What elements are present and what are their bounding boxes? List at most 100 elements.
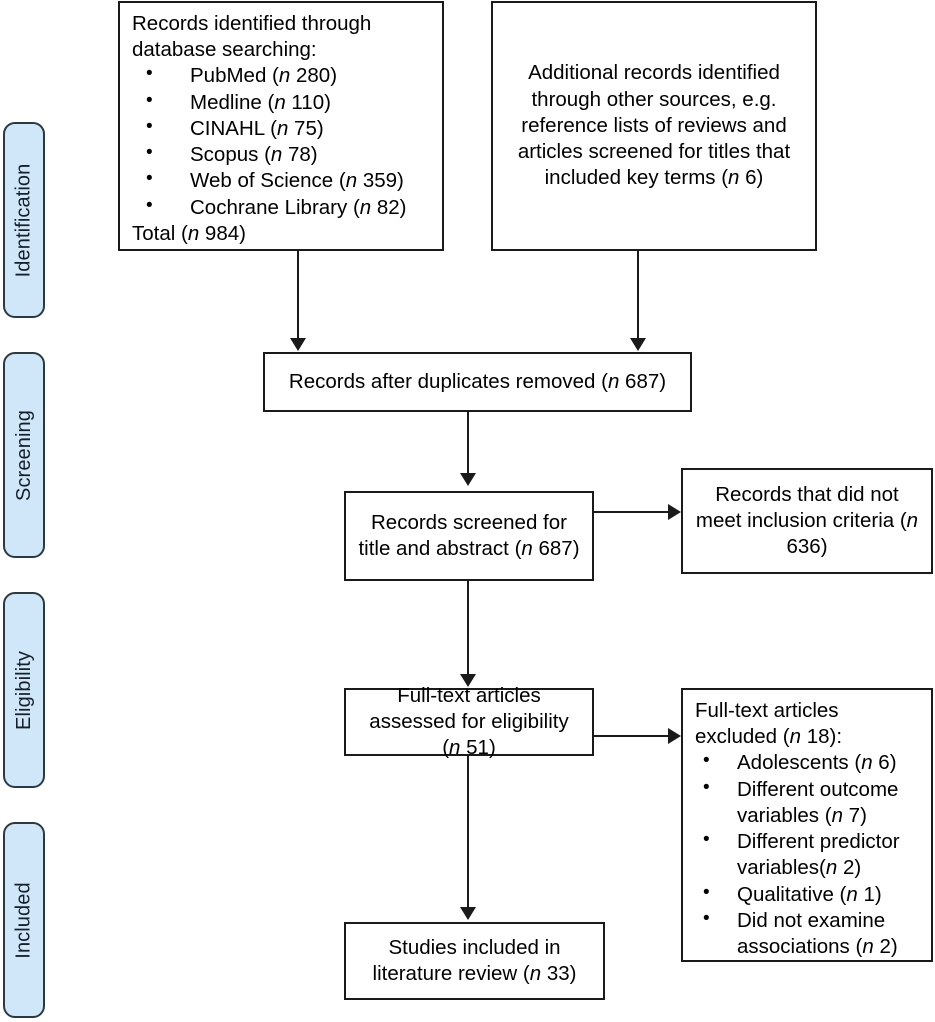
italic-n: n: [276, 116, 289, 140]
connector-arrowhead: [460, 473, 476, 486]
exclusion-reason-list: Adolescents (n 6) Different outcome vari…: [695, 749, 919, 960]
list-item: Adolescents (n 6): [695, 749, 919, 776]
source-count-medline: 110): [285, 90, 331, 114]
studies-included-text: Studies included in literature review (: [372, 935, 561, 985]
list-item: Qualitative (n 1): [695, 881, 919, 908]
database-search-total: Total (n 984): [132, 221, 430, 247]
italic-n: n: [831, 803, 843, 827]
source-name-web-of-science: Web of Science (: [190, 169, 346, 193]
list-item: Web of Science (n 359): [132, 167, 430, 194]
fulltext-excluded-heading-text: Full-text articles excluded (: [695, 699, 839, 749]
connector-line: [467, 412, 469, 476]
reason-did-not-examine-associations: Did not examine associations (: [737, 908, 886, 959]
box-text-fulltext-assessed: Full-text articles assessed for eligibil…: [358, 683, 580, 762]
list-item: Different outcome variables (n 7): [695, 776, 919, 829]
phase-bar-identification: Identification: [3, 122, 45, 318]
additional-records-text: Additional records identified through ot…: [517, 61, 791, 190]
list-item: PubMed (n 280): [132, 62, 430, 89]
italic-n: n: [906, 508, 919, 532]
italic-n: n: [607, 369, 620, 393]
box-records-identified-database: Records identified through database sear…: [118, 1, 444, 251]
source-count-cochrane: 82): [371, 195, 407, 219]
box-text-records-screened: Records screened for title and abstract …: [358, 510, 580, 562]
connector-arrowhead: [668, 504, 681, 520]
source-name-medline: Medline (: [190, 90, 275, 114]
italic-n: n: [359, 195, 372, 219]
box-text-duplicates-removed: Records after duplicates removed (n 687): [277, 369, 678, 395]
source-name-pubmed: PubMed (: [190, 64, 279, 88]
list-item: CINAHL (n 75): [132, 115, 430, 142]
box-studies-included: Studies included in literature review (n…: [344, 922, 605, 1000]
phase-label-included: Included: [12, 881, 35, 959]
reason-count-different-outcome-variables: 7): [842, 803, 867, 827]
fulltext-excluded-heading-count: 18):: [801, 725, 843, 749]
box-records-screened: Records screened for title and abstract …: [344, 491, 594, 581]
source-name-cinahl: CINAHL (: [190, 116, 277, 140]
phase-label-screening: Screening: [12, 409, 35, 501]
italic-n: n: [345, 169, 358, 193]
reason-count-adolescents: 6): [872, 751, 897, 775]
total-count: 984): [199, 221, 246, 245]
italic-n: n: [846, 882, 858, 906]
list-item: Cochrane Library (n 82): [132, 194, 430, 221]
box-text-records-excluded: Records that did not meet inclusion crit…: [695, 482, 919, 561]
records-screened-text: Records screened for title and abstract …: [358, 510, 567, 560]
connector-line: [297, 251, 299, 341]
box-additional-records: Additional records identified through ot…: [491, 1, 817, 251]
connector-arrowhead: [668, 728, 681, 744]
list-item: Did not examine associations (n 2): [695, 907, 919, 960]
fulltext-assessed-text: Full-text articles assessed for eligibil…: [369, 683, 569, 760]
italic-n: n: [825, 856, 838, 880]
italic-n: n: [861, 751, 873, 775]
italic-n: n: [529, 962, 542, 985]
reason-count-different-predictor-variables: 2): [837, 856, 862, 880]
duplicates-removed-text: Records after duplicates removed (: [288, 369, 608, 393]
connector-line: [467, 756, 469, 910]
connector-line: [594, 511, 670, 513]
phase-label-identification: Identification: [12, 163, 35, 277]
connector-arrowhead: [460, 907, 476, 920]
box-records-excluded: Records that did not meet inclusion crit…: [681, 468, 933, 574]
phase-bar-screening: Screening: [3, 352, 45, 558]
italic-n: n: [728, 166, 740, 190]
box-fulltext-excluded: Full-text articles excluded (n 18): Adol…: [681, 688, 933, 962]
fulltext-assessed-count: 51): [460, 736, 496, 760]
box-duplicates-removed: Records after duplicates removed (n 687): [263, 352, 692, 412]
additional-records-count: 6): [739, 166, 764, 190]
duplicates-removed-count: 687): [619, 369, 667, 393]
box-text-studies-included: Studies included in literature review (n…: [358, 935, 591, 987]
source-count-scopus: 78): [282, 143, 318, 167]
box-text-additional-records: Additional records identified through ot…: [505, 60, 803, 191]
box-heading-database-search: Records identified through database sear…: [132, 12, 372, 62]
reason-qualitative: Qualitative (: [737, 882, 847, 906]
connector-line: [467, 581, 469, 677]
reason-adolescents: Adolescents (: [737, 751, 862, 775]
connector-line: [637, 251, 639, 341]
connector-arrowhead: [460, 674, 476, 687]
source-name-scopus: Scopus (: [190, 143, 271, 167]
source-name-cochrane: Cochrane Library (: [190, 195, 360, 219]
italic-n: n: [862, 935, 874, 959]
box-fulltext-assessed: Full-text articles assessed for eligibil…: [344, 684, 594, 759]
reason-different-predictor-variables: Different predictor variables(: [737, 830, 900, 880]
source-count-cinahl: 75): [288, 116, 324, 140]
source-count-pubmed: 280): [290, 64, 338, 88]
box-heading-fulltext-excluded: Full-text articles excluded (n 18):: [695, 698, 919, 750]
list-item: Different predictor variables(n 2): [695, 828, 919, 881]
records-screened-count: 687): [532, 537, 580, 560]
italic-n: n: [274, 90, 286, 114]
italic-n: n: [278, 64, 291, 88]
reason-different-outcome-variables: Different outcome variables (: [737, 777, 899, 827]
italic-n: n: [270, 143, 283, 167]
database-source-list: PubMed (n 280) Medline (n 110) CINAHL (n…: [132, 62, 430, 221]
list-item: Scopus (n 78): [132, 141, 430, 168]
list-item: Medline (n 110): [132, 89, 430, 116]
reason-count-qualitative: 1): [857, 882, 882, 906]
records-excluded-text: Records that did not meet inclusion crit…: [695, 482, 907, 532]
studies-included-count: 33): [541, 962, 577, 985]
italic-n: n: [187, 221, 200, 245]
italic-n: n: [449, 736, 461, 760]
connector-line: [594, 735, 670, 737]
source-count-web-of-science: 359): [357, 169, 404, 193]
